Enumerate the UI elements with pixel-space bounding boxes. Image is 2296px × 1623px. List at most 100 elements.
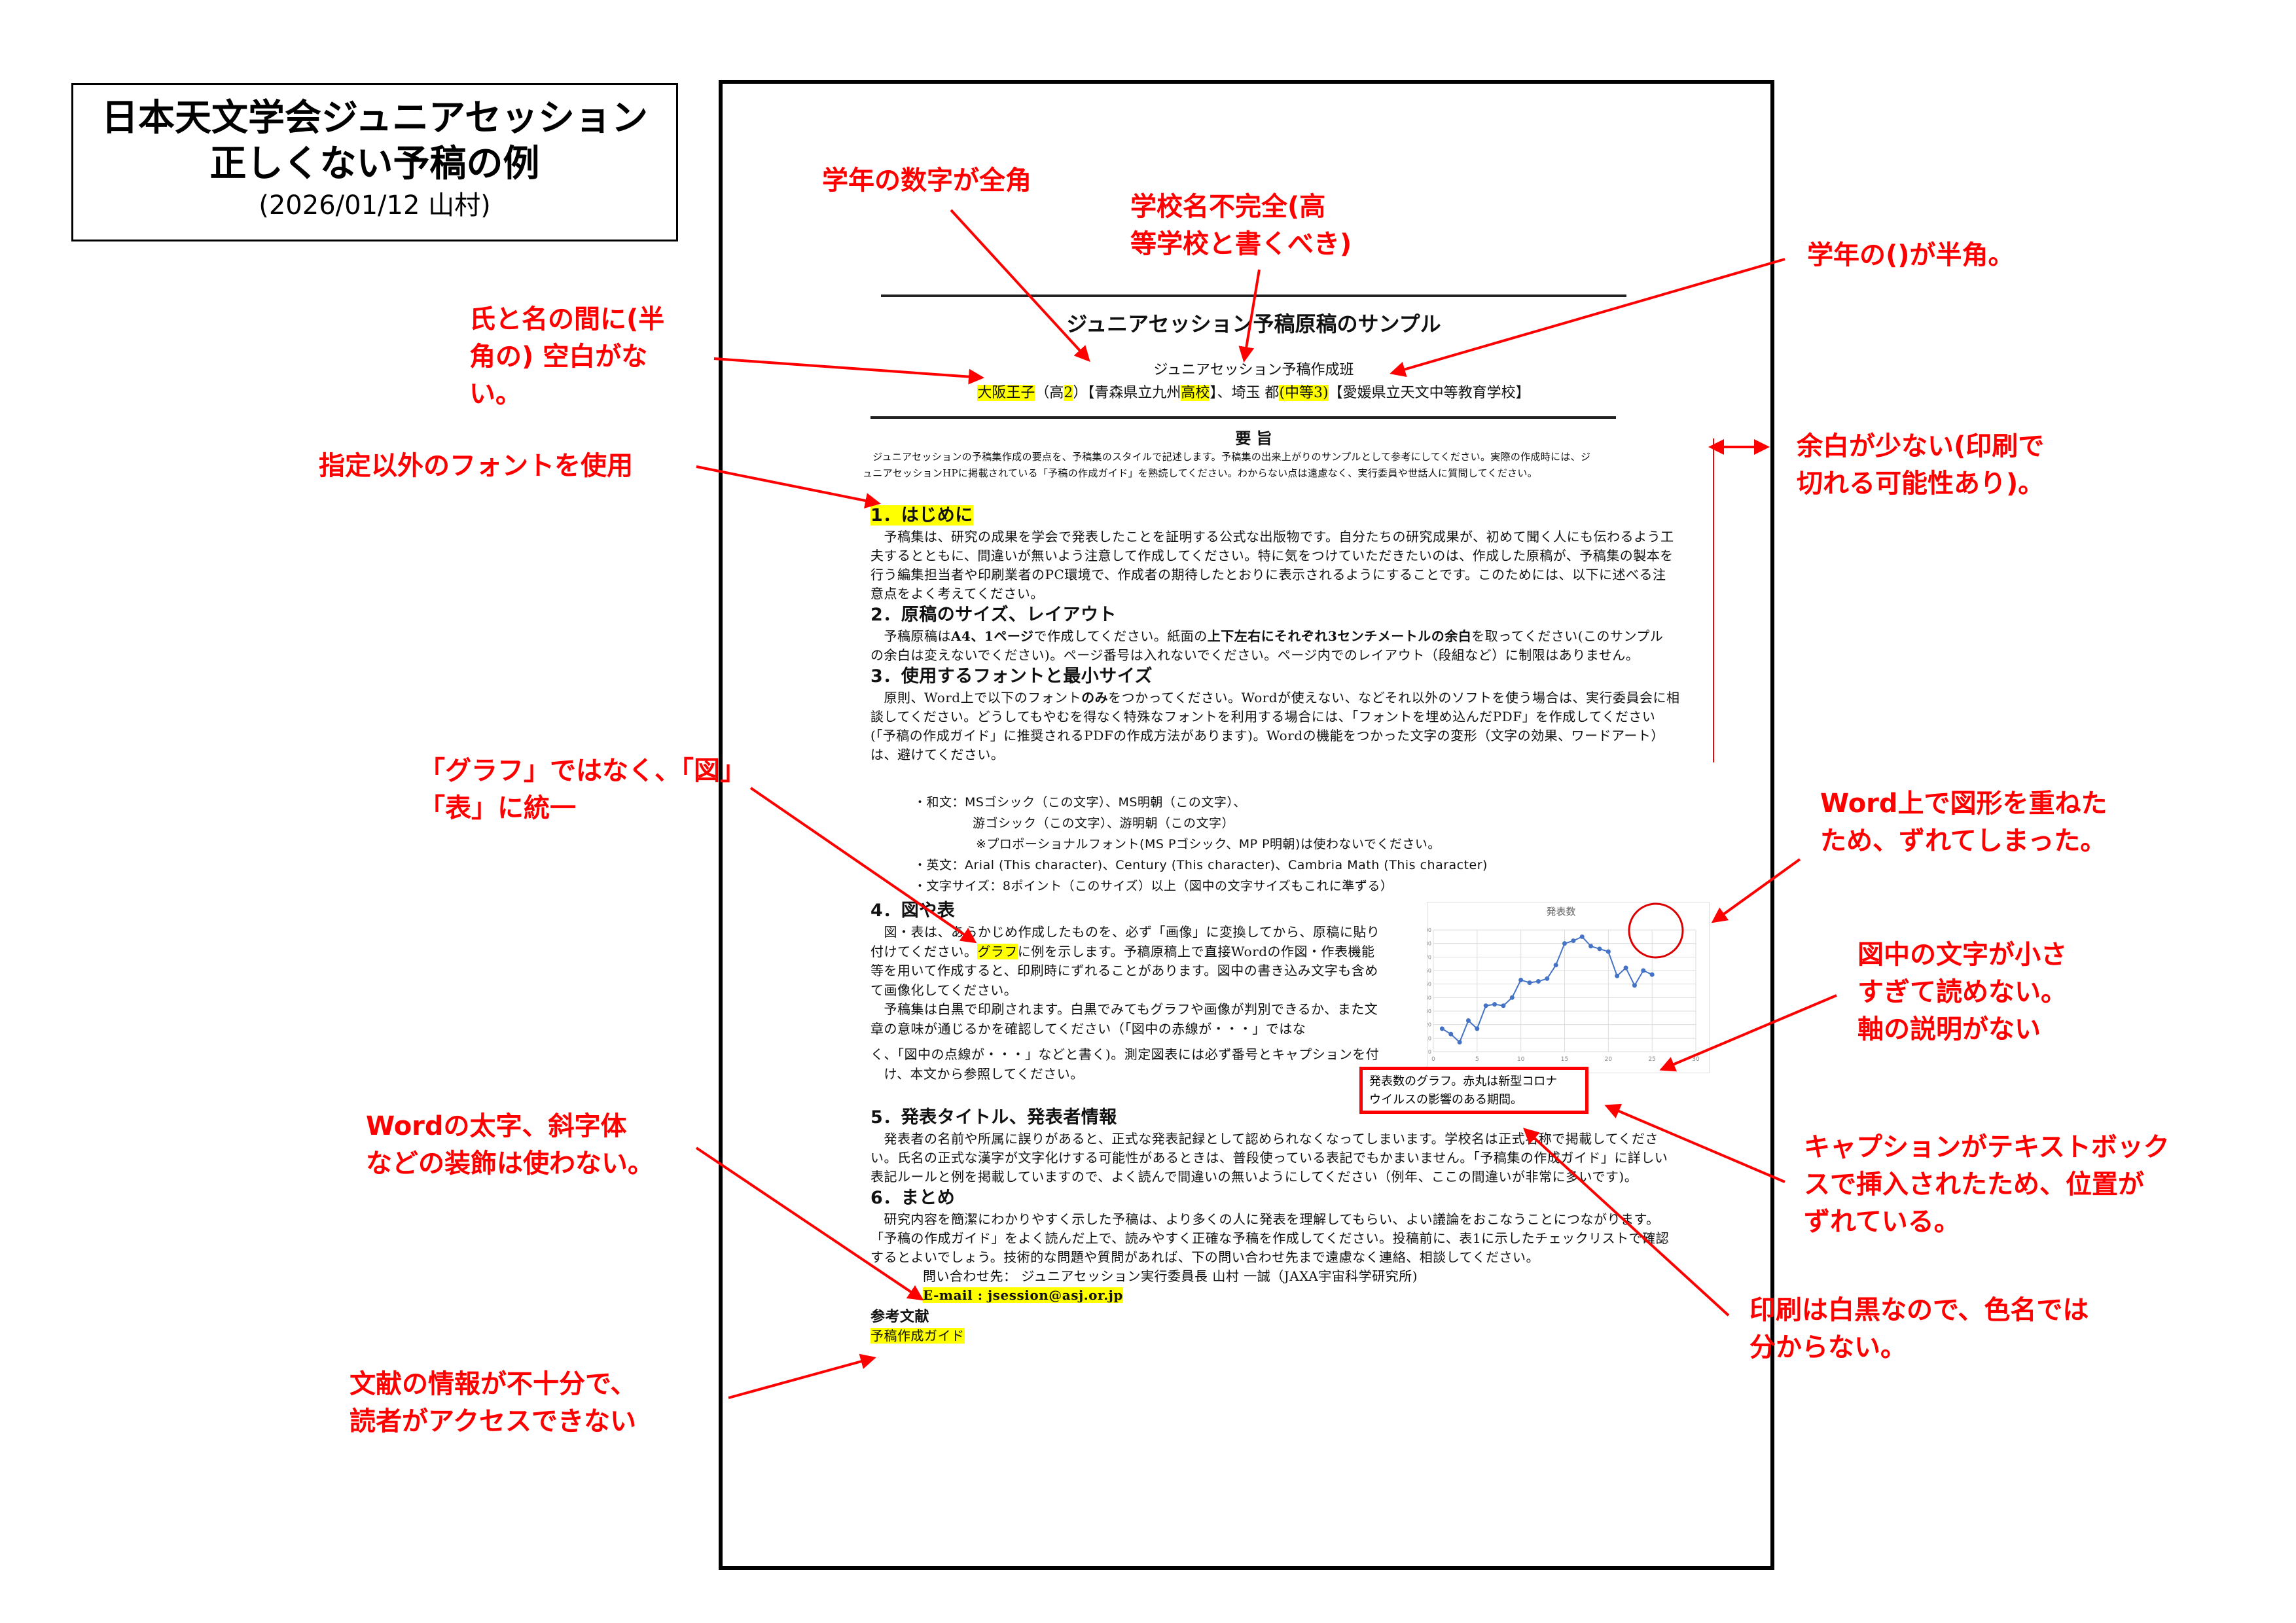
abstract-line: ジュニアセッションの予稿集作成の要点を、予稿集のスタイルで記述します。予稿集の出… (863, 451, 1591, 463)
y-tick-label: 10 (1427, 1035, 1431, 1041)
author-text: （高 (1035, 385, 1064, 401)
annotation-color-names: 印刷は白黒なので、色名では分からない。 (1749, 1295, 2089, 1363)
data-point (1623, 965, 1628, 971)
annotation-font: 指定以外のフォントを使用 (319, 451, 633, 481)
y-tick-label: 0 (1428, 1049, 1431, 1055)
paragraph-line: は、避けてください。 (870, 747, 1005, 762)
data-point (1615, 973, 1620, 978)
x-tick-label: 20 (1605, 1056, 1613, 1063)
data-point (1475, 1026, 1480, 1031)
data-point (1483, 1003, 1488, 1008)
caption-textbox: 発表数のグラフ。赤丸は新型コロナ ウイルスの影響のある期間。 (1359, 1067, 1588, 1114)
paragraph-line: 付けてください。グラフに例を示します。予稿原稿上で直接Wordの作図・作表機能 (870, 942, 1380, 962)
annotation-margin: 余白が少ない(印刷で切れる可能性あり)。 (1797, 431, 2045, 499)
author-name-2: 】、埼玉 都 (1210, 385, 1280, 401)
abstract: ジュニアセッションの予稿集作成の要点を、予稿集のスタイルで記述します。予稿集の出… (863, 449, 1590, 482)
y-tick-label: 20 (1427, 1022, 1431, 1028)
paragraph-line: 発表者の名前や所属に誤りがあると、正式な発表記録として認められなくなってしまいま… (870, 1131, 1659, 1147)
data-point (1492, 1002, 1498, 1007)
paragraph-line: の余白は変えないでください)。ページ番号は入れないでください。ページ内でのレイア… (870, 647, 1640, 663)
y-tick-label: 50 (1427, 982, 1431, 988)
paragraph-line: (「予稿の作成ガイド」に推奨されるPDFの作成方法があります)。Wordの機能を… (870, 728, 1664, 743)
highlighted-word: グラフ (977, 943, 1018, 959)
paragraph-line: 行う編集担当者や印刷業者のPC環境で、作成者の期待したとおりに表示されるようにす… (870, 567, 1666, 582)
section-1-heading: 1．はじめに (870, 505, 973, 526)
data-point (1649, 972, 1655, 977)
margin-guide-line (1713, 438, 1714, 762)
data-point (1501, 1003, 1506, 1008)
section-5-6: 5．発表タイトル、発表者情報 発表者の名前や所属に誤りがあると、正式な発表記録と… (870, 1106, 1669, 1346)
y-tick-label: 60 (1427, 968, 1431, 974)
data-point (1597, 946, 1602, 952)
paragraph-line: 章の意味が通じるかを確認してください（「図中の赤線が・・・」ではな (870, 1020, 1306, 1037)
author-grade-2: (中等3) (1279, 385, 1329, 401)
annotation-bold-italic: Wordの太字、斜字体などの装飾は使わない。 (366, 1111, 654, 1179)
author-school: 高校 (1181, 385, 1210, 401)
annotation-graph-term: 「グラフ」ではなく、「図」「表」に統一 (419, 756, 746, 823)
data-point (1509, 995, 1515, 1000)
chart-title: 発表数 (1546, 906, 1575, 918)
manuscript-page (719, 80, 1774, 1570)
paragraph-line: 予稿集は、研究の成果を学会で発表したことを証明する公式な出版物です。自分たちの研… (870, 529, 1674, 544)
section-2-heading: 2．原稿のサイズ、レイアウト (870, 605, 1117, 625)
font-list: ・和文：MSゴシック（この文字）、MS明朝（この文字）、 游ゴシック（この文字）… (914, 792, 1488, 897)
text: 付けてください。 (870, 943, 978, 959)
text: に例を示します。予稿原稿上で直接Wordの作図・作表機能 (1017, 943, 1375, 959)
y-tick-label: 40 (1427, 995, 1431, 1001)
data-point (1457, 1040, 1462, 1045)
annotation-school-name: 学校名不完全(高等学校と書くべき) (1130, 192, 1352, 259)
paragraph-line: 談してください。どうしてもやむを得なく特殊なフォントを利用する場合には、「フォン… (870, 709, 1656, 724)
y-tick-label: 70 (1427, 954, 1431, 960)
title-line-2: 正しくない予稿の例 (209, 143, 540, 185)
text: をつかってください。Wordが使えない、などそれ以外のソフトを使う場合は、実行委… (1108, 690, 1680, 705)
data-point (1535, 979, 1541, 984)
text: 原則、Word上で以下のフォント (870, 690, 1082, 705)
section-1: 1．はじめに 予稿集は、研究の成果を学会で発表したことを証明する公式な出版物です… (870, 504, 1680, 764)
annotation-overlap: Word上で図形を重ねたため、ずれてしまった。 (1820, 789, 2108, 856)
data-point (1562, 941, 1567, 946)
data-point (1527, 980, 1532, 986)
font-list-item: ・和文：MSゴシック（この文字）、MS明朝（この文字）、 (914, 795, 1246, 810)
annotation-grade-fullwidth: 学年の数字が全角 (822, 166, 1031, 196)
data-point (1605, 949, 1611, 954)
data-point (1641, 968, 1646, 973)
text: で作成してください。紙面の (1033, 628, 1208, 644)
font-list-item: ・英文：Arial (This character)、Century (This… (914, 858, 1488, 872)
paragraph-line: 等を用いて作成すると、印刷時にずれることがあります。図中の書き込み文字も含め (870, 963, 1378, 978)
title-box: 日本天文学会ジュニアセッション 正しくない予稿の例 (2026/01/12 山村… (71, 83, 678, 241)
section-3-heading: 3．使用するフォントと最小サイズ (870, 666, 1153, 687)
paragraph-line: 研究内容を簡潔にわかりやすく示した予稿は、より多くの人に発表を理解してもらい、よ… (870, 1211, 1660, 1227)
y-tick-label: 80 (1427, 941, 1431, 947)
paragraph-line: け、本文から参照してください。 (870, 1065, 1084, 1082)
chart: 発表数 0102030405060708090051015202530 (1427, 902, 1710, 1073)
abstract-line: ュニアセッションHPに掲載されている「予稿の作成ガイド」を熟読してください。わか… (863, 467, 1538, 479)
font-list-item: 游ゴシック（この文字）、游明朝（この文字） (973, 816, 1235, 830)
author-text: ）【青森県立九州 (1073, 385, 1181, 401)
annotation-references: 文献の情報が不十分で、読者がアクセスできない (350, 1369, 637, 1436)
x-tick-label: 0 (1431, 1056, 1435, 1063)
section-5-heading: 5．発表タイトル、発表者情報 (870, 1107, 1117, 1128)
data-point (1553, 963, 1558, 968)
section-6-heading: 6．まとめ (870, 1188, 956, 1208)
chart-frame (1427, 902, 1710, 1073)
paragraph-line: 意点をよく考えてください。 (870, 586, 1044, 601)
caption-line: 発表数のグラフ。赤丸は新型コロナ (1369, 1075, 1558, 1088)
annotation-halfwidth-parens: 学年の()が半角。 (1807, 240, 2015, 270)
paragraph-line: く、「図中の点線が・・・」などと書く)。測定図表には必ず番号とキャプションを付 (870, 1046, 1380, 1062)
text: を取ってください(このサンプル (1471, 628, 1664, 644)
x-tick-label: 5 (1475, 1056, 1479, 1063)
font-list-item: ※プロポーショナルフォント(MS Pゴシック、MP P明朝)は使わないでください… (976, 837, 1441, 851)
data-point (1571, 938, 1576, 944)
contact-info: 問い合わせ先： ジュニアセッション実行委員長 山村 一誠（JAXA宇宙科学研究所… (923, 1268, 1418, 1284)
paragraph-line: い。氏名の正式な漢字が文字化けする可能性があるときは、普段使っている表記でもかま… (870, 1150, 1668, 1166)
data-point (1465, 1018, 1471, 1023)
divider (870, 416, 1616, 419)
y-tick-label: 90 (1427, 927, 1431, 933)
annotation-name-space: 氏と名の間に(半角の) 空白がない。 (469, 304, 665, 409)
bold-text: 上下左右にそれぞれ3センチメートルの余白 (1207, 628, 1472, 644)
author-school-2: 【愛媛県立天文中等教育学校】 (1328, 385, 1530, 401)
author-name: 大阪王子 (977, 385, 1035, 401)
author-group: ジュニアセッション予稿作成班 (1153, 362, 1354, 378)
paragraph-line: て画像化してください。 (870, 982, 1018, 998)
divider (881, 294, 1626, 297)
